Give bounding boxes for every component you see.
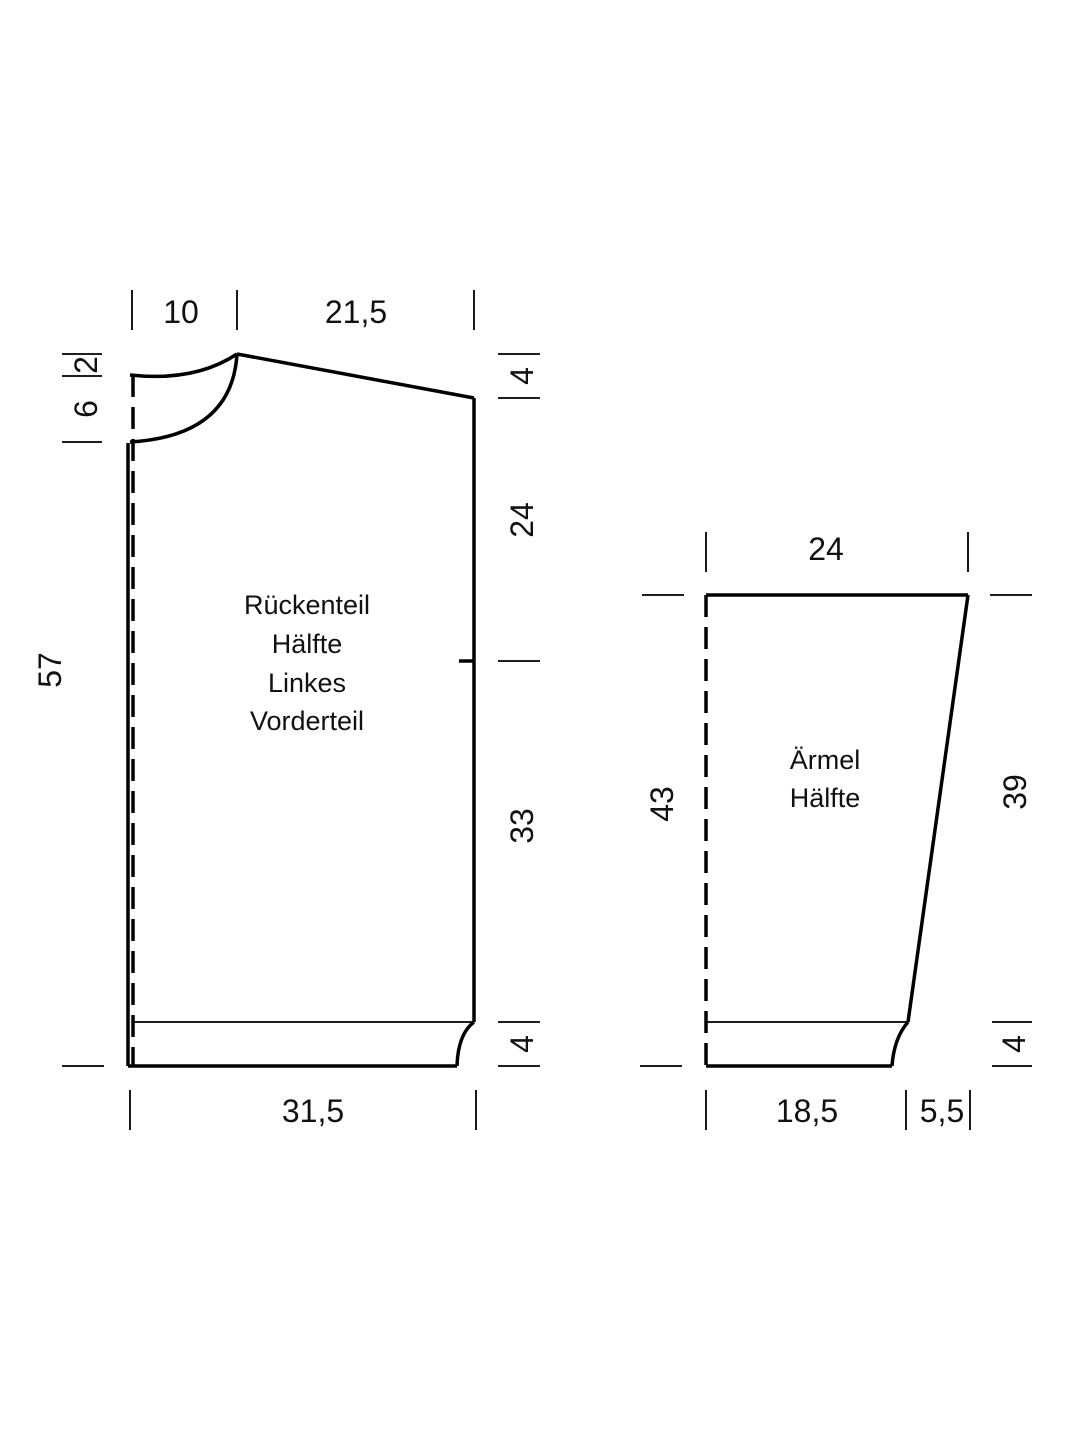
sleeve-label: Ärmel Hälfte xyxy=(790,745,861,813)
label-line: Ärmel xyxy=(790,745,861,775)
dim-sleeve-inner-length: 43 xyxy=(644,786,680,822)
dim-neck-width: 10 xyxy=(163,294,199,330)
label-line: Rückenteil xyxy=(244,590,370,620)
shoulder-line xyxy=(236,352,475,400)
dim-cuff-offset: 5,5 xyxy=(920,1093,964,1129)
dim-side-length: 33 xyxy=(504,808,540,844)
sleeve-seam xyxy=(906,594,970,1023)
label-line: Hälfte xyxy=(272,629,343,659)
dim-shoulder-width: 21,5 xyxy=(325,294,387,330)
dim-sleeve-rib-height: 4 xyxy=(996,1035,1032,1053)
dim-neck-depth-back: 2 xyxy=(68,356,104,374)
dim-total-length: 57 xyxy=(32,652,68,688)
dim-sleeve-outer-length: 39 xyxy=(997,774,1033,810)
sleeve-outline xyxy=(704,593,970,1068)
label-line: Hälfte xyxy=(790,783,861,813)
dim-bottom-width: 31,5 xyxy=(282,1093,344,1129)
back-piece-outline xyxy=(126,352,476,1068)
cuff-curve xyxy=(890,1020,910,1067)
hem-curve xyxy=(455,1020,476,1067)
label-line: Linkes xyxy=(268,668,346,698)
dim-sleeve-top-width: 24 xyxy=(808,531,844,567)
dim-rib-height: 4 xyxy=(504,1035,540,1053)
label-line: Vorderteil xyxy=(250,706,364,736)
back-piece-label: Rückenteil Hälfte Linkes Vorderteil xyxy=(244,590,370,736)
back-piece-dimension-lines xyxy=(62,290,540,1130)
sleeve-dimension-lines xyxy=(640,532,1032,1130)
front-neckline xyxy=(129,353,239,444)
dim-armhole-depth: 24 xyxy=(504,502,540,538)
dim-shoulder-slope: 4 xyxy=(504,367,540,385)
dim-neck-depth-front: 6 xyxy=(68,400,104,418)
back-neckline xyxy=(129,352,238,379)
dim-cuff-width: 18,5 xyxy=(776,1093,838,1129)
